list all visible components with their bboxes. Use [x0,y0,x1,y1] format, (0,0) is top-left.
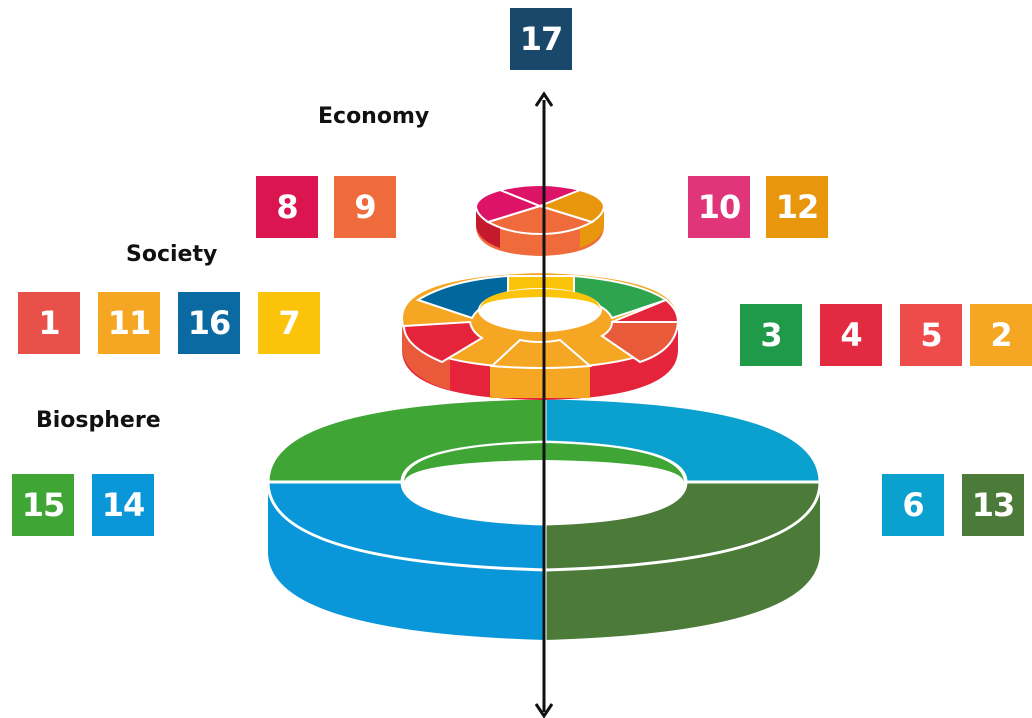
economy-label: Economy [318,104,430,129]
biosphere-top-back-right [543,396,822,484]
biosphere-top-front-left [266,480,547,572]
biosphere-side-left [268,482,545,640]
biosphere-side-right [545,482,820,640]
sdg-5-tile: 5 [900,304,962,366]
sdg-8-tile: 8 [256,176,318,238]
sdg-16-tile: 16 [178,292,240,354]
axis-arrow-up-icon [534,91,554,107]
sdg-6-tile: 6 [882,474,944,536]
sdg-9-tile: 9 [334,176,396,238]
economy-side [476,206,604,256]
biosphere-label: Biosphere [36,408,161,433]
sdg-4-tile: 4 [820,304,882,366]
sdg-11-tile: 11 [98,292,160,354]
society-seg-red2 [600,321,680,364]
biosphere-hole-inner-wall [404,443,684,483]
sdg-2-tile: 2 [970,304,1032,366]
society-hole-wall [480,289,600,310]
society-side-mid [490,366,590,398]
economy-tier [474,184,606,256]
sdg-3-tile: 3 [740,304,802,366]
sdg-12-tile: 12 [766,176,828,238]
society-hole [478,288,602,332]
economy-side-left [476,206,500,248]
sdg-17-tile: 17 [510,8,572,70]
society-side [402,318,678,400]
sdg-13-tile: 13 [962,474,1024,536]
sdg-10-tile: 10 [688,176,750,238]
economy-side-right [580,206,604,248]
vertical-axis [534,91,554,718]
economy-top-front [485,204,595,236]
biosphere-top-front-right [543,480,822,572]
sdg-15-tile: 15 [12,474,74,536]
sdg-14-tile: 14 [92,474,154,536]
society-seg-red-left [402,320,484,364]
society-seg-orange-front [489,338,593,369]
axis-arrow-down-icon [534,703,554,718]
economy-top-right [536,188,606,224]
sdg-7-tile: 7 [258,292,320,354]
society-label: Society [126,242,218,267]
sdg-1-tile: 1 [18,292,80,354]
society-tier [400,270,680,400]
